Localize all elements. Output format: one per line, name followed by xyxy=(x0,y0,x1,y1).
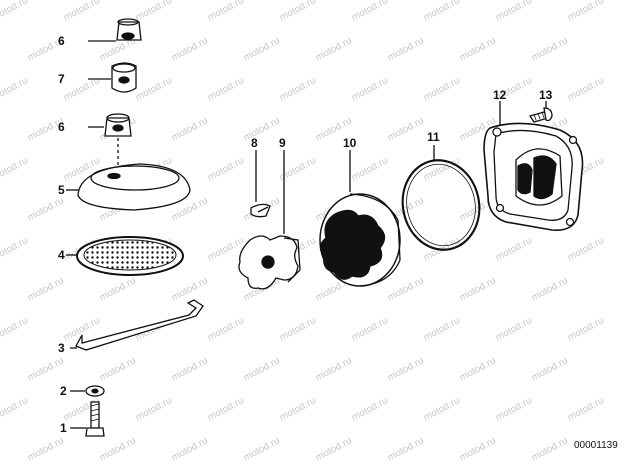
part-12-pump-cover xyxy=(483,101,584,232)
callout-9: 9 xyxy=(279,136,286,150)
drawing-reference-number: 00001139 xyxy=(574,440,618,451)
callout-3: 3 xyxy=(58,341,65,355)
part-9-inner-rotor xyxy=(238,150,301,290)
part-11-o-ring xyxy=(401,145,481,251)
part-7-grommet xyxy=(88,62,137,93)
callout-10: 10 xyxy=(343,136,357,150)
callout-8: 8 xyxy=(251,136,258,150)
callout-2: 2 xyxy=(60,384,67,398)
part-6-lower-bushing xyxy=(88,113,132,168)
part-10-outer-rotor xyxy=(319,150,401,287)
part-3-spring-clip xyxy=(70,299,204,351)
callout-6-top: 6 xyxy=(58,34,65,48)
part-5-cover xyxy=(66,163,191,211)
callout-7: 7 xyxy=(58,72,65,86)
part-13-screw xyxy=(528,101,553,123)
part-6-top-bushing xyxy=(88,18,142,42)
callout-12: 12 xyxy=(493,88,507,102)
callout-4: 4 xyxy=(58,248,65,262)
part-1-bolt xyxy=(70,401,105,437)
callout-11: 11 xyxy=(427,130,440,144)
callout-1: 1 xyxy=(60,421,67,435)
callout-13: 13 xyxy=(539,88,553,102)
part-4-strainer xyxy=(66,236,184,276)
callout-6-lower: 6 xyxy=(58,120,65,134)
part-2-washer xyxy=(70,385,105,397)
callout-5: 5 xyxy=(58,183,65,197)
part-8-key xyxy=(250,150,271,218)
